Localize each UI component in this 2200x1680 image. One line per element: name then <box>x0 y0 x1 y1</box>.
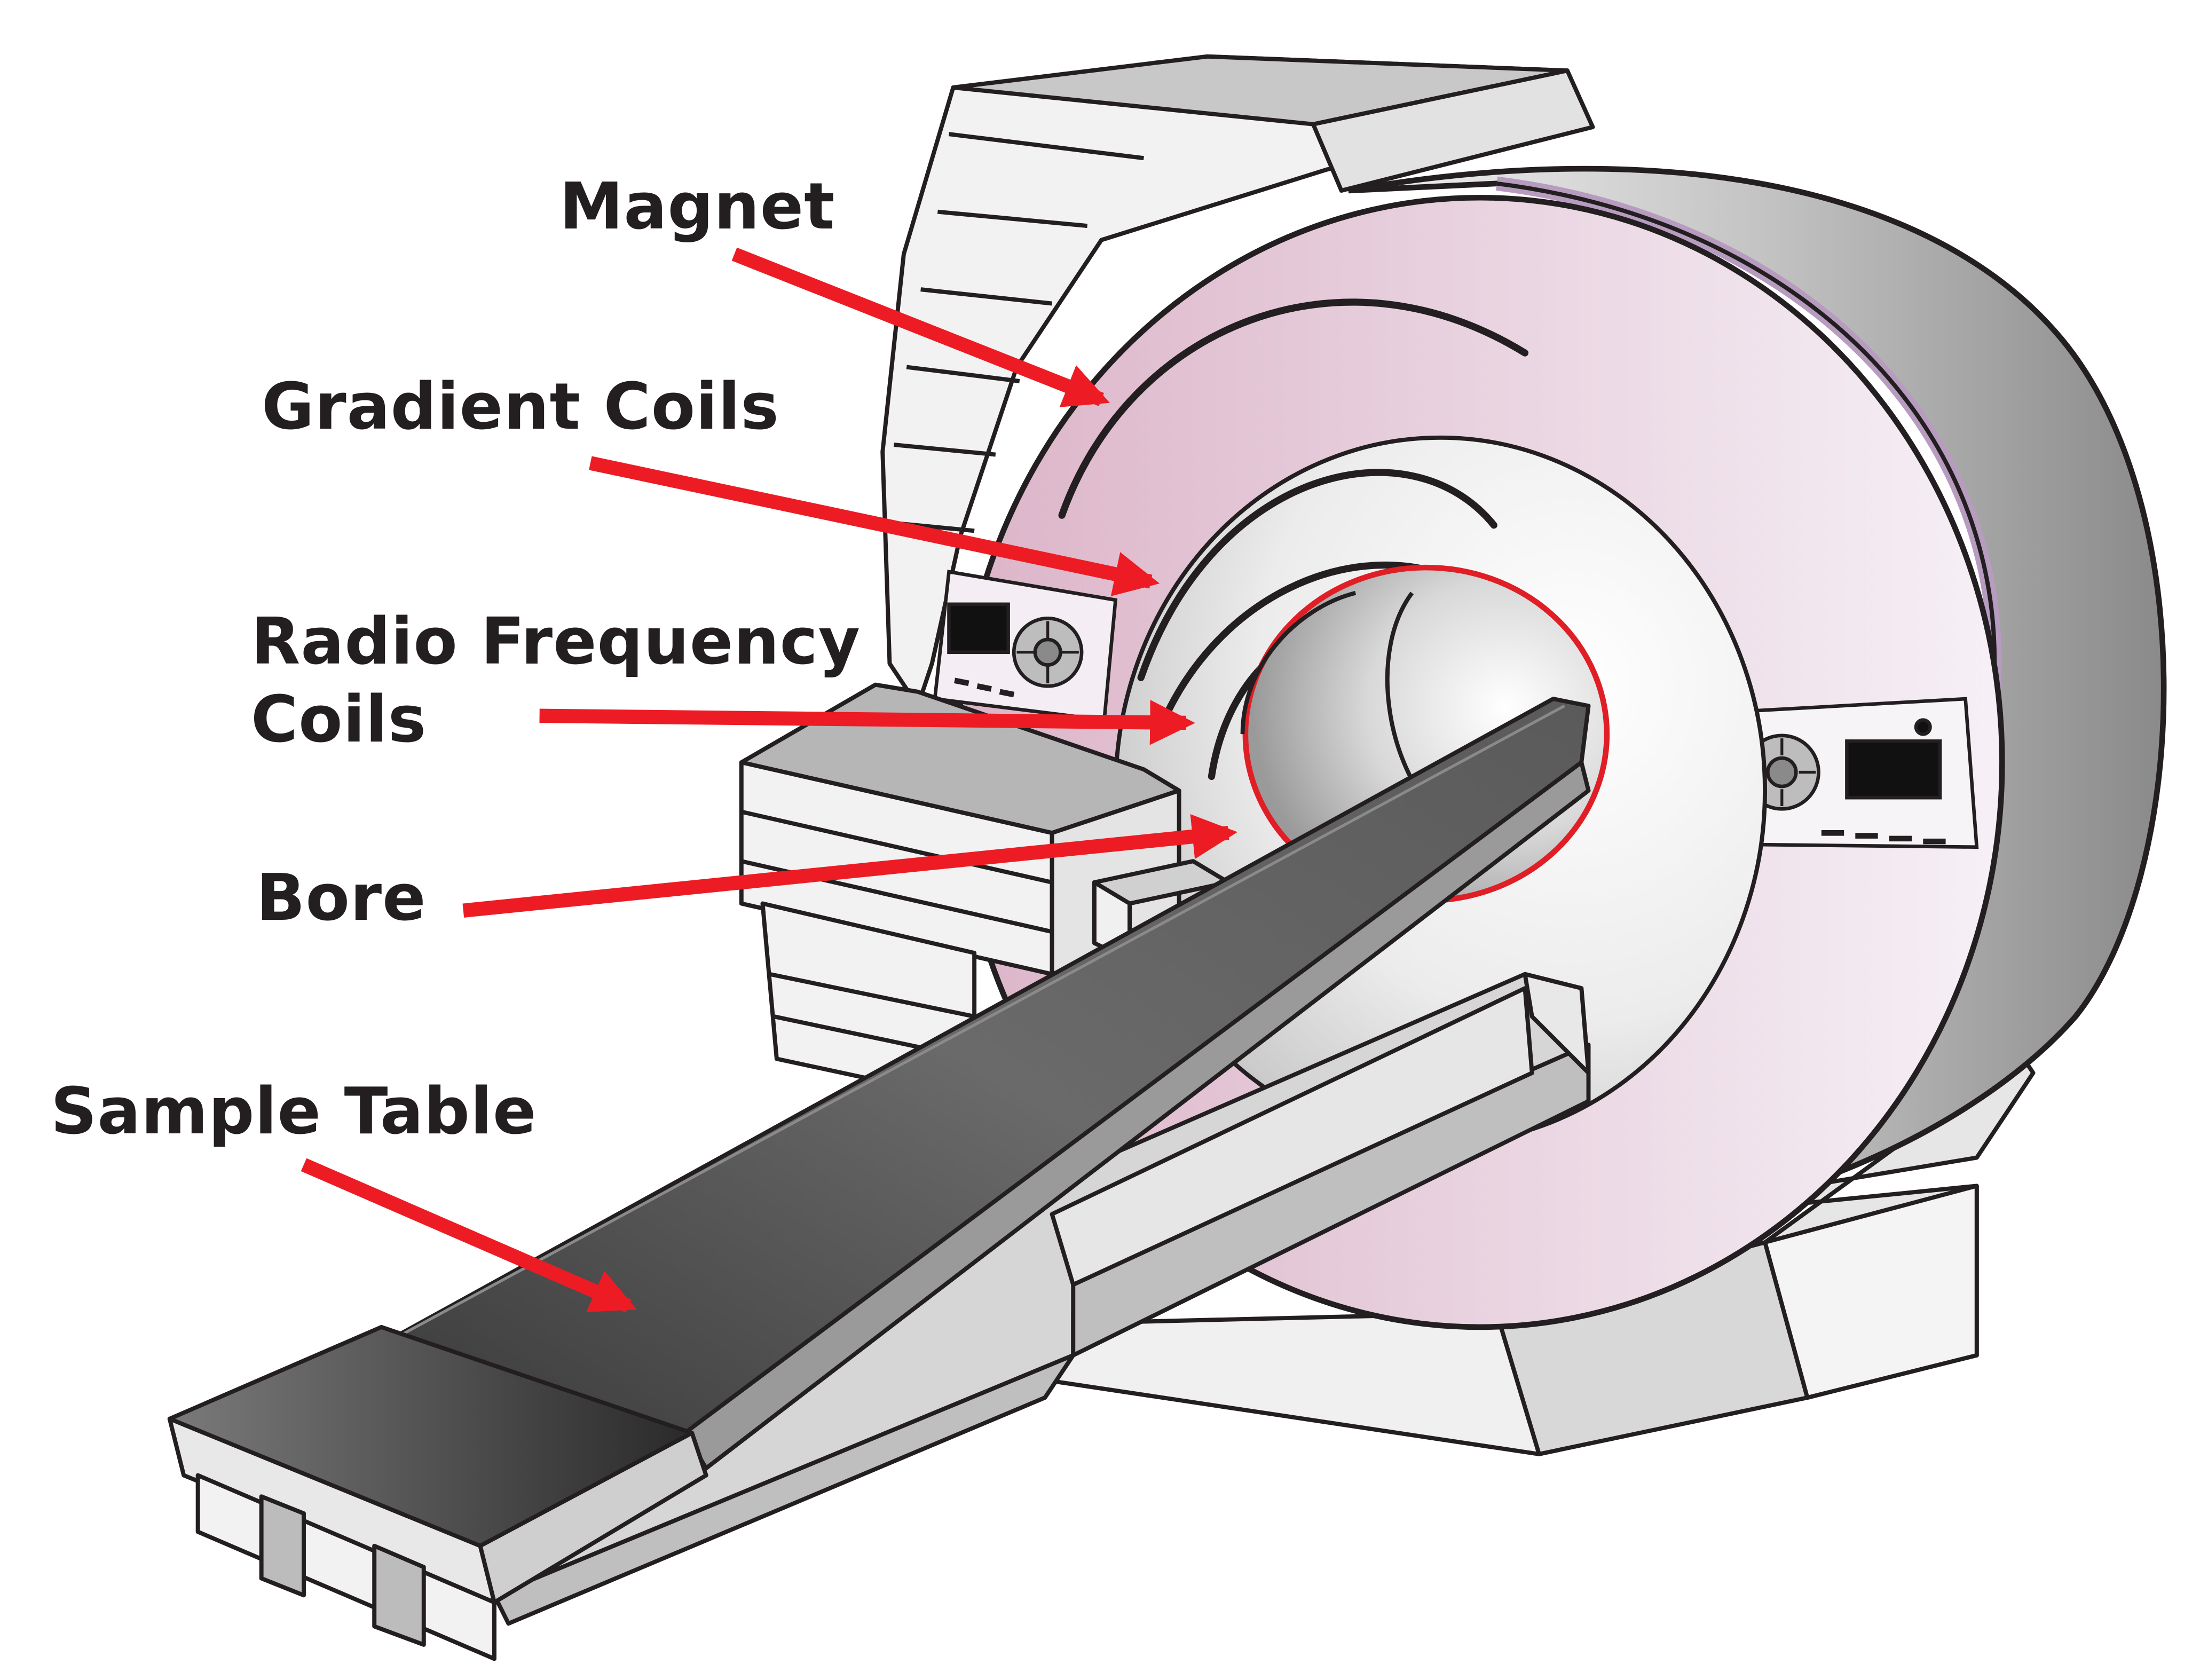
gradient-coil-arc <box>1137 469 1497 681</box>
label-bore: Bore <box>256 861 427 935</box>
arrow-sample-table <box>301 1158 637 1313</box>
display-screen-icon <box>947 602 1010 654</box>
control-pad-icon <box>1012 617 1084 688</box>
indicator-light-icon <box>1914 718 1932 736</box>
rear-housing <box>880 54 1595 708</box>
arrow-magnet <box>731 247 1110 407</box>
left-control-panel <box>933 570 1118 722</box>
display-screen-icon <box>1845 739 1942 800</box>
label-magnet: Magnet <box>559 170 835 244</box>
arrow-rf-coils <box>539 699 1195 745</box>
scanner-base <box>916 1028 2036 1456</box>
magnet-arc <box>1058 298 1529 519</box>
callout-arrows <box>301 247 1237 1313</box>
arrow-gradient-coils <box>589 456 1160 596</box>
label-rf-coils: Radio Frequency Coils <box>251 605 861 758</box>
arrow-bore <box>462 814 1237 918</box>
label-sample-table: Sample Table <box>51 1075 537 1149</box>
label-gradient-coils: Gradient Coils <box>262 370 779 444</box>
sample-table <box>167 697 1591 1661</box>
